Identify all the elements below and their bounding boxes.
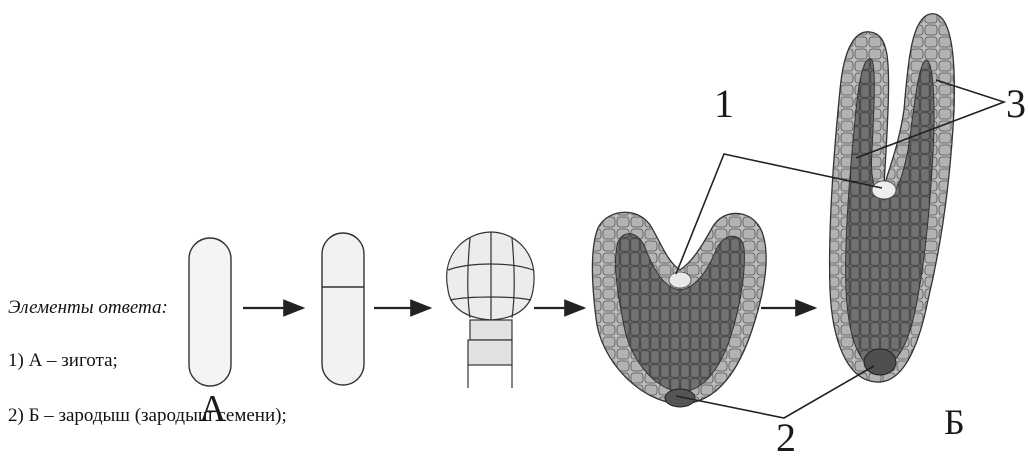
label-part-3: 3 (1006, 84, 1026, 124)
label-stage-b: Б (944, 404, 965, 440)
mature-embryo (830, 14, 955, 382)
label-part-1: 1 (714, 84, 734, 124)
answer-item-1: 1) А – зигота; (8, 350, 118, 372)
heart-stage-embryo (593, 212, 767, 407)
two-cell-proembryo (322, 233, 364, 385)
answer-heading: Элементы ответа: (8, 297, 168, 319)
zygote-cell (189, 238, 231, 386)
answer-item-2: 2) Б – зародыш (зародыш семени); (8, 405, 287, 427)
globular-proembryo (447, 232, 534, 388)
label-part-2: 2 (776, 418, 796, 458)
